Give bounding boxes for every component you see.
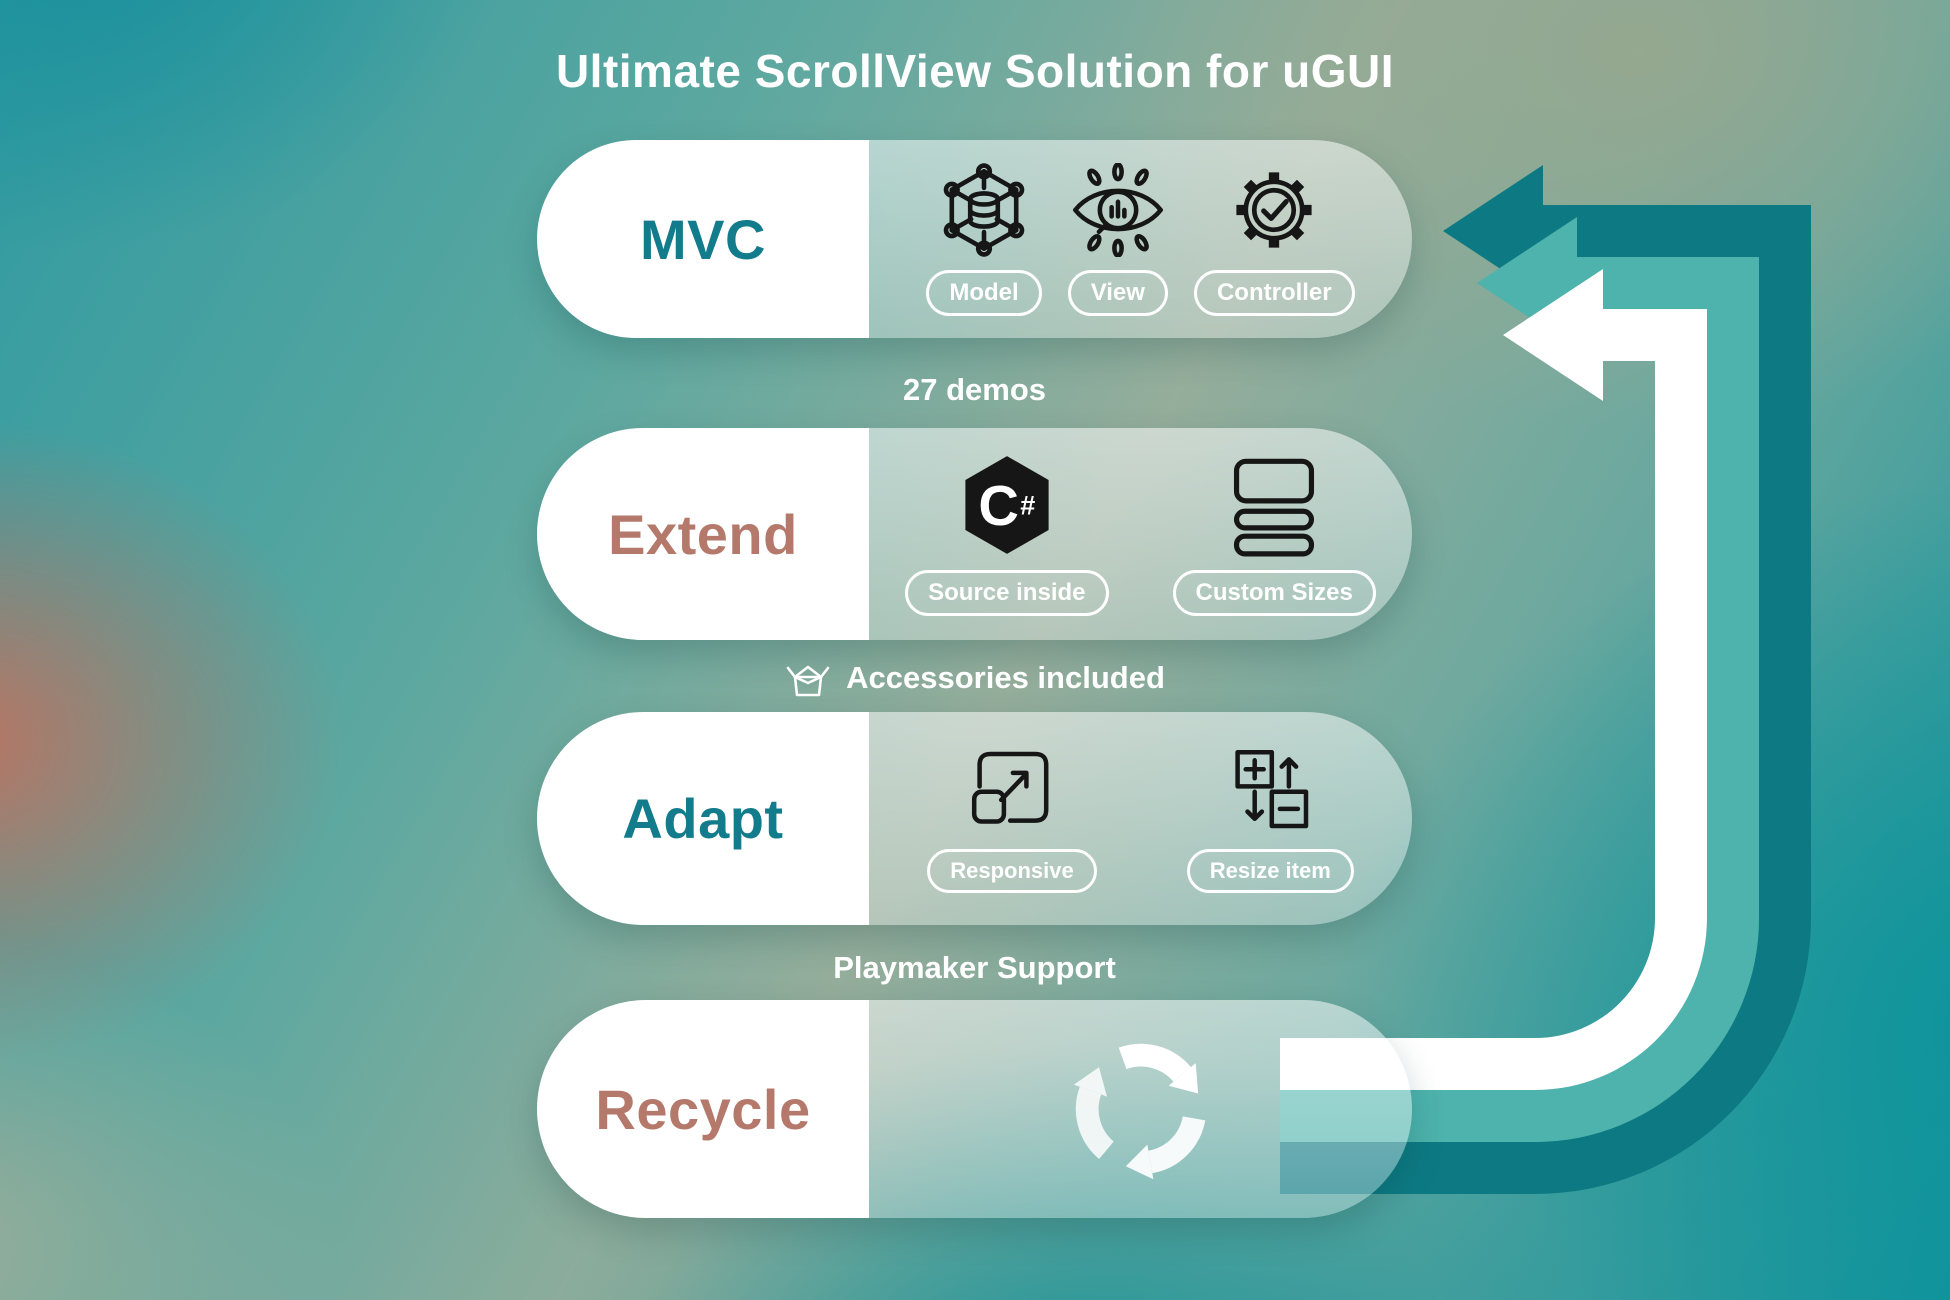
card-recycle: Recycle [537, 1000, 1412, 1218]
card-extend-title: Extend [608, 502, 798, 566]
connector-playmaker: Playmaker Support [537, 946, 1412, 990]
card-recycle-content [869, 1000, 1412, 1218]
connector-demos: 27 demos [537, 368, 1412, 412]
connector-accessories: Accessories included [537, 656, 1412, 700]
responsive-icon [971, 751, 1049, 824]
page-title: Ultimate ScrollView Solution for uGUI [555, 45, 1395, 97]
source-inside-badge: Source inside [905, 569, 1109, 616]
recycle-icon [1053, 1043, 1229, 1197]
resize-item-icon [1235, 749, 1309, 829]
card-mvc-title: MVC [640, 207, 766, 271]
custom-sizes-badge: Custom Sizes [1172, 569, 1376, 616]
card-mvc-content: Model View [869, 140, 1412, 338]
controller-badge: Controller [1193, 269, 1355, 316]
feature-resize-item: Resize item [1186, 744, 1354, 893]
view-icon [1072, 162, 1163, 257]
accessories-label: Accessories included [846, 660, 1165, 695]
playmaker-label: Playmaker Support [833, 950, 1116, 985]
model-icon [943, 162, 1025, 257]
custom-sizes-icon [1234, 458, 1315, 556]
feature-custom-sizes: Custom Sizes [1172, 453, 1376, 616]
loop-arrow-mid [1280, 217, 1759, 1142]
card-adapt-title: Adapt [622, 787, 784, 850]
feature-responsive: Responsive [927, 744, 1097, 893]
svg-text:#: # [1020, 490, 1035, 520]
feature-view: View [1067, 162, 1168, 316]
open-box-icon [786, 665, 830, 697]
card-extend-label-panel: Extend [537, 428, 869, 640]
svg-text:C: C [978, 473, 1019, 536]
card-extend: Extend C # Source inside Custom Sizes [537, 428, 1412, 640]
view-badge: View [1067, 269, 1168, 316]
csharp-icon: C # [965, 455, 1049, 554]
model-badge: Model [926, 269, 1042, 316]
card-recycle-title: Recycle [595, 1077, 811, 1141]
responsive-badge: Responsive [927, 849, 1097, 893]
card-adapt-content: Responsive Resize item [869, 712, 1412, 925]
card-adapt: Adapt Responsive [537, 712, 1412, 925]
card-adapt-label-panel: Adapt [537, 712, 869, 925]
resize-item-badge: Resize item [1186, 849, 1354, 893]
card-extend-content: C # Source inside Custom Sizes [869, 428, 1412, 640]
loop-arrow-white [1280, 269, 1707, 1090]
controller-icon [1236, 171, 1312, 248]
feature-source: C # Source inside [905, 453, 1109, 616]
card-mvc-label-panel: MVC [537, 140, 869, 338]
card-recycle-label-panel: Recycle [537, 1000, 869, 1218]
demos-label: 27 demos [902, 372, 1046, 407]
feature-model: Model [926, 162, 1042, 316]
card-mvc: MVC Model [537, 140, 1412, 338]
feature-controller: Controller [1193, 163, 1355, 316]
